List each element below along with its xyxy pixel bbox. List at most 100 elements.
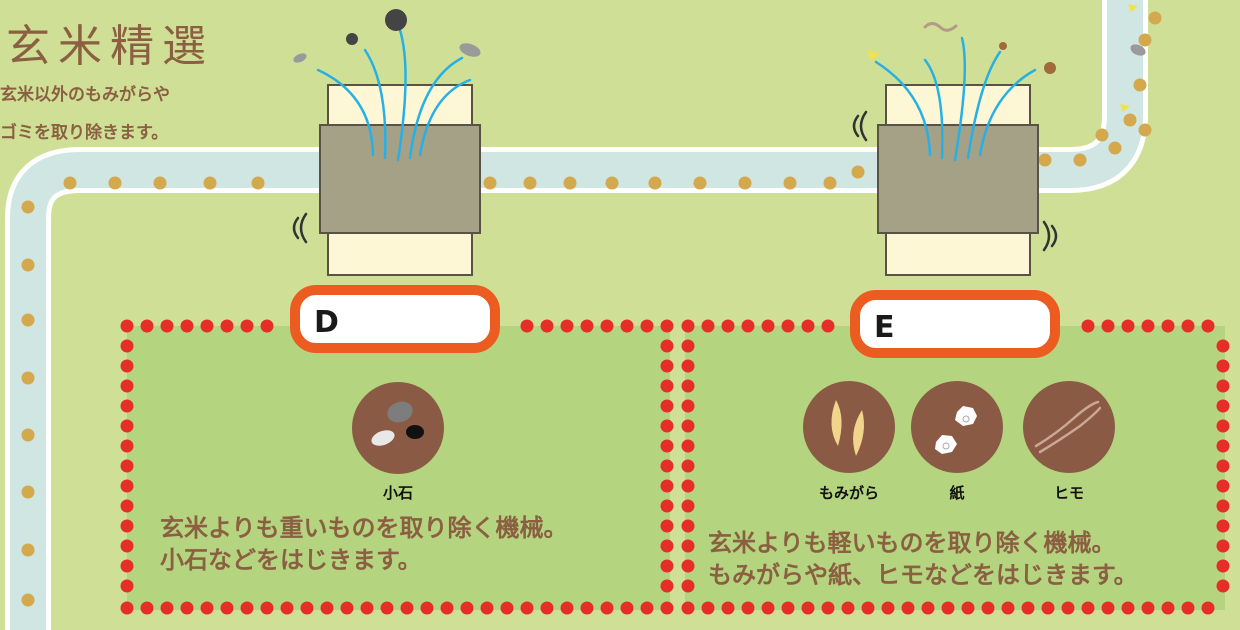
rice-grain bbox=[21, 485, 35, 499]
border-dot bbox=[1041, 601, 1055, 615]
border-dot bbox=[1216, 379, 1230, 393]
border-dot bbox=[660, 459, 674, 473]
border-dot bbox=[340, 601, 354, 615]
border-dot bbox=[961, 601, 975, 615]
rice-grain bbox=[1123, 113, 1137, 127]
border-dot bbox=[821, 319, 835, 333]
border-dot bbox=[120, 601, 134, 615]
border-dot bbox=[560, 319, 574, 333]
stone-icon bbox=[352, 382, 444, 474]
border-dot bbox=[781, 319, 795, 333]
border-dot bbox=[781, 601, 795, 615]
border-dot bbox=[120, 559, 134, 573]
machine-e-label: E bbox=[874, 310, 895, 345]
border-dot bbox=[120, 399, 134, 413]
rice-grains bbox=[21, 11, 1162, 607]
machine-e-streams bbox=[874, 36, 1037, 162]
border-dot bbox=[120, 319, 134, 333]
border-dot bbox=[120, 519, 134, 533]
border-dot bbox=[660, 359, 674, 373]
border-dot bbox=[580, 319, 594, 333]
border-dot bbox=[540, 601, 554, 615]
border-dot bbox=[1216, 439, 1230, 453]
border-dot bbox=[1141, 601, 1155, 615]
rice-grain bbox=[1133, 78, 1147, 92]
machine-d bbox=[292, 9, 481, 276]
paper-icon bbox=[999, 42, 1007, 50]
rice-grain bbox=[1095, 128, 1109, 142]
border-dot bbox=[660, 601, 674, 615]
border-dot bbox=[660, 379, 674, 393]
rice-grain bbox=[823, 176, 837, 190]
vibration-icon bbox=[292, 212, 308, 244]
border-dot bbox=[1216, 339, 1230, 353]
stone-icon bbox=[385, 9, 407, 31]
border-dot bbox=[120, 379, 134, 393]
border-dot bbox=[1061, 601, 1075, 615]
rice-grain bbox=[563, 176, 577, 190]
machine-d-description-line-1: 玄米よりも重いものを取り除く機械。 bbox=[160, 514, 568, 542]
border-dot bbox=[1101, 319, 1115, 333]
border-dot bbox=[1216, 499, 1230, 513]
border-dot bbox=[620, 601, 634, 615]
border-dot bbox=[1141, 319, 1155, 333]
border-dot bbox=[320, 601, 334, 615]
rice-grain bbox=[21, 313, 35, 327]
paper-caption: 紙 bbox=[949, 484, 965, 502]
machine-d-label: D bbox=[314, 305, 339, 340]
rice-grain bbox=[21, 593, 35, 607]
rice-grain bbox=[21, 371, 35, 385]
border-dot bbox=[520, 601, 534, 615]
border-dot bbox=[600, 319, 614, 333]
border-dot bbox=[921, 601, 935, 615]
border-dot bbox=[1121, 319, 1135, 333]
border-dot bbox=[460, 601, 474, 615]
border-dot bbox=[120, 359, 134, 373]
stone-icon bbox=[459, 43, 481, 57]
vibration-icon bbox=[1042, 220, 1058, 252]
border-dot bbox=[741, 319, 755, 333]
border-dot bbox=[1216, 459, 1230, 473]
border-dot bbox=[260, 319, 274, 333]
husk-caption: もみがら bbox=[818, 484, 879, 502]
border-dot bbox=[681, 399, 695, 413]
border-dot bbox=[1216, 359, 1230, 373]
border-dot bbox=[260, 601, 274, 615]
border-dot bbox=[681, 359, 695, 373]
border-dot bbox=[1216, 579, 1230, 593]
border-dot bbox=[480, 601, 494, 615]
border-dot bbox=[140, 319, 154, 333]
border-dot bbox=[761, 319, 775, 333]
border-dot bbox=[160, 601, 174, 615]
machine-e-description-line-2: もみがらや紙、ヒモなどをはじきます。 bbox=[708, 561, 1138, 589]
border-dot bbox=[1216, 519, 1230, 533]
machine-d-description: 玄米よりも重いものを取り除く機械。 小石などをはじきます。 bbox=[160, 512, 568, 576]
border-dot bbox=[701, 601, 715, 615]
husk-icon bbox=[803, 381, 895, 473]
border-dot bbox=[881, 601, 895, 615]
border-dot bbox=[200, 319, 214, 333]
border-dot bbox=[520, 319, 534, 333]
rice-grain bbox=[251, 176, 265, 190]
border-dot bbox=[640, 319, 654, 333]
border-dot bbox=[841, 601, 855, 615]
border-dot bbox=[701, 319, 715, 333]
stone-icon bbox=[1130, 44, 1146, 56]
border-dot bbox=[600, 601, 614, 615]
border-dot bbox=[120, 579, 134, 593]
dotted-borders bbox=[120, 319, 1230, 615]
border-dot bbox=[1216, 559, 1230, 573]
machine-e-description-line-1: 玄米よりも軽いものを取り除く機械。 bbox=[708, 529, 1116, 557]
border-dot bbox=[660, 339, 674, 353]
rice-grain bbox=[203, 176, 217, 190]
machine-d-label-box: D bbox=[290, 285, 500, 353]
border-dot bbox=[721, 601, 735, 615]
machine-d-streams bbox=[316, 28, 472, 162]
border-dot bbox=[1021, 601, 1035, 615]
border-dot bbox=[300, 601, 314, 615]
rice-grain bbox=[1108, 141, 1122, 155]
vibration-icon bbox=[852, 110, 868, 142]
border-dot bbox=[761, 601, 775, 615]
machine-e-label-box: E bbox=[850, 290, 1060, 358]
border-dot bbox=[721, 319, 735, 333]
